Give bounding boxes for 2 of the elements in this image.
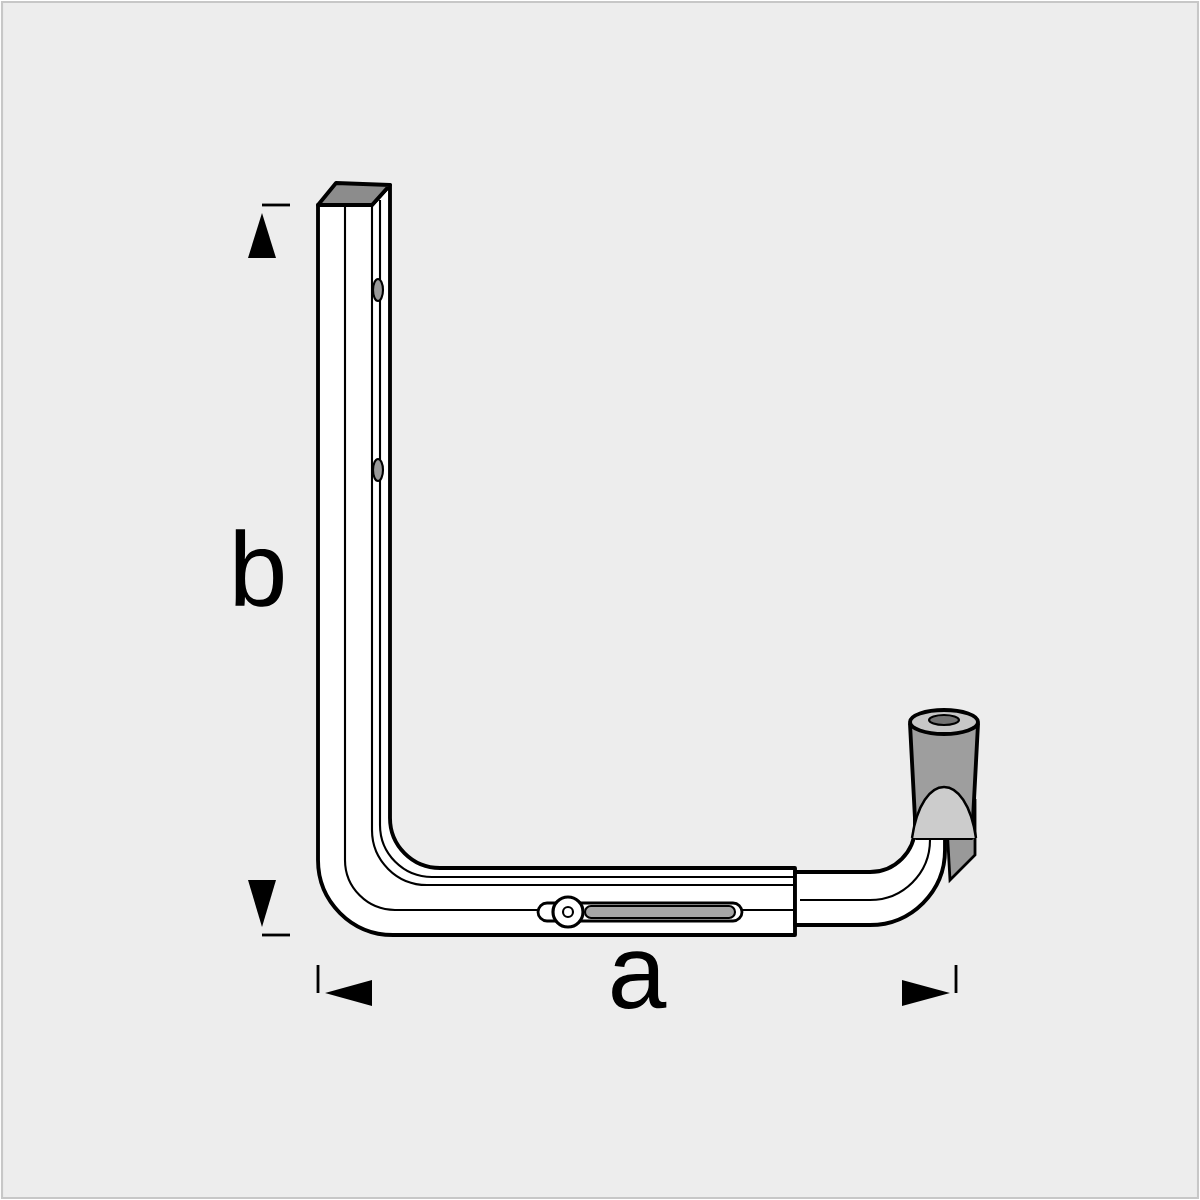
- dimension-label: a: [612, 951, 667, 1009]
- dimension-label: b: [235, 529, 283, 607]
